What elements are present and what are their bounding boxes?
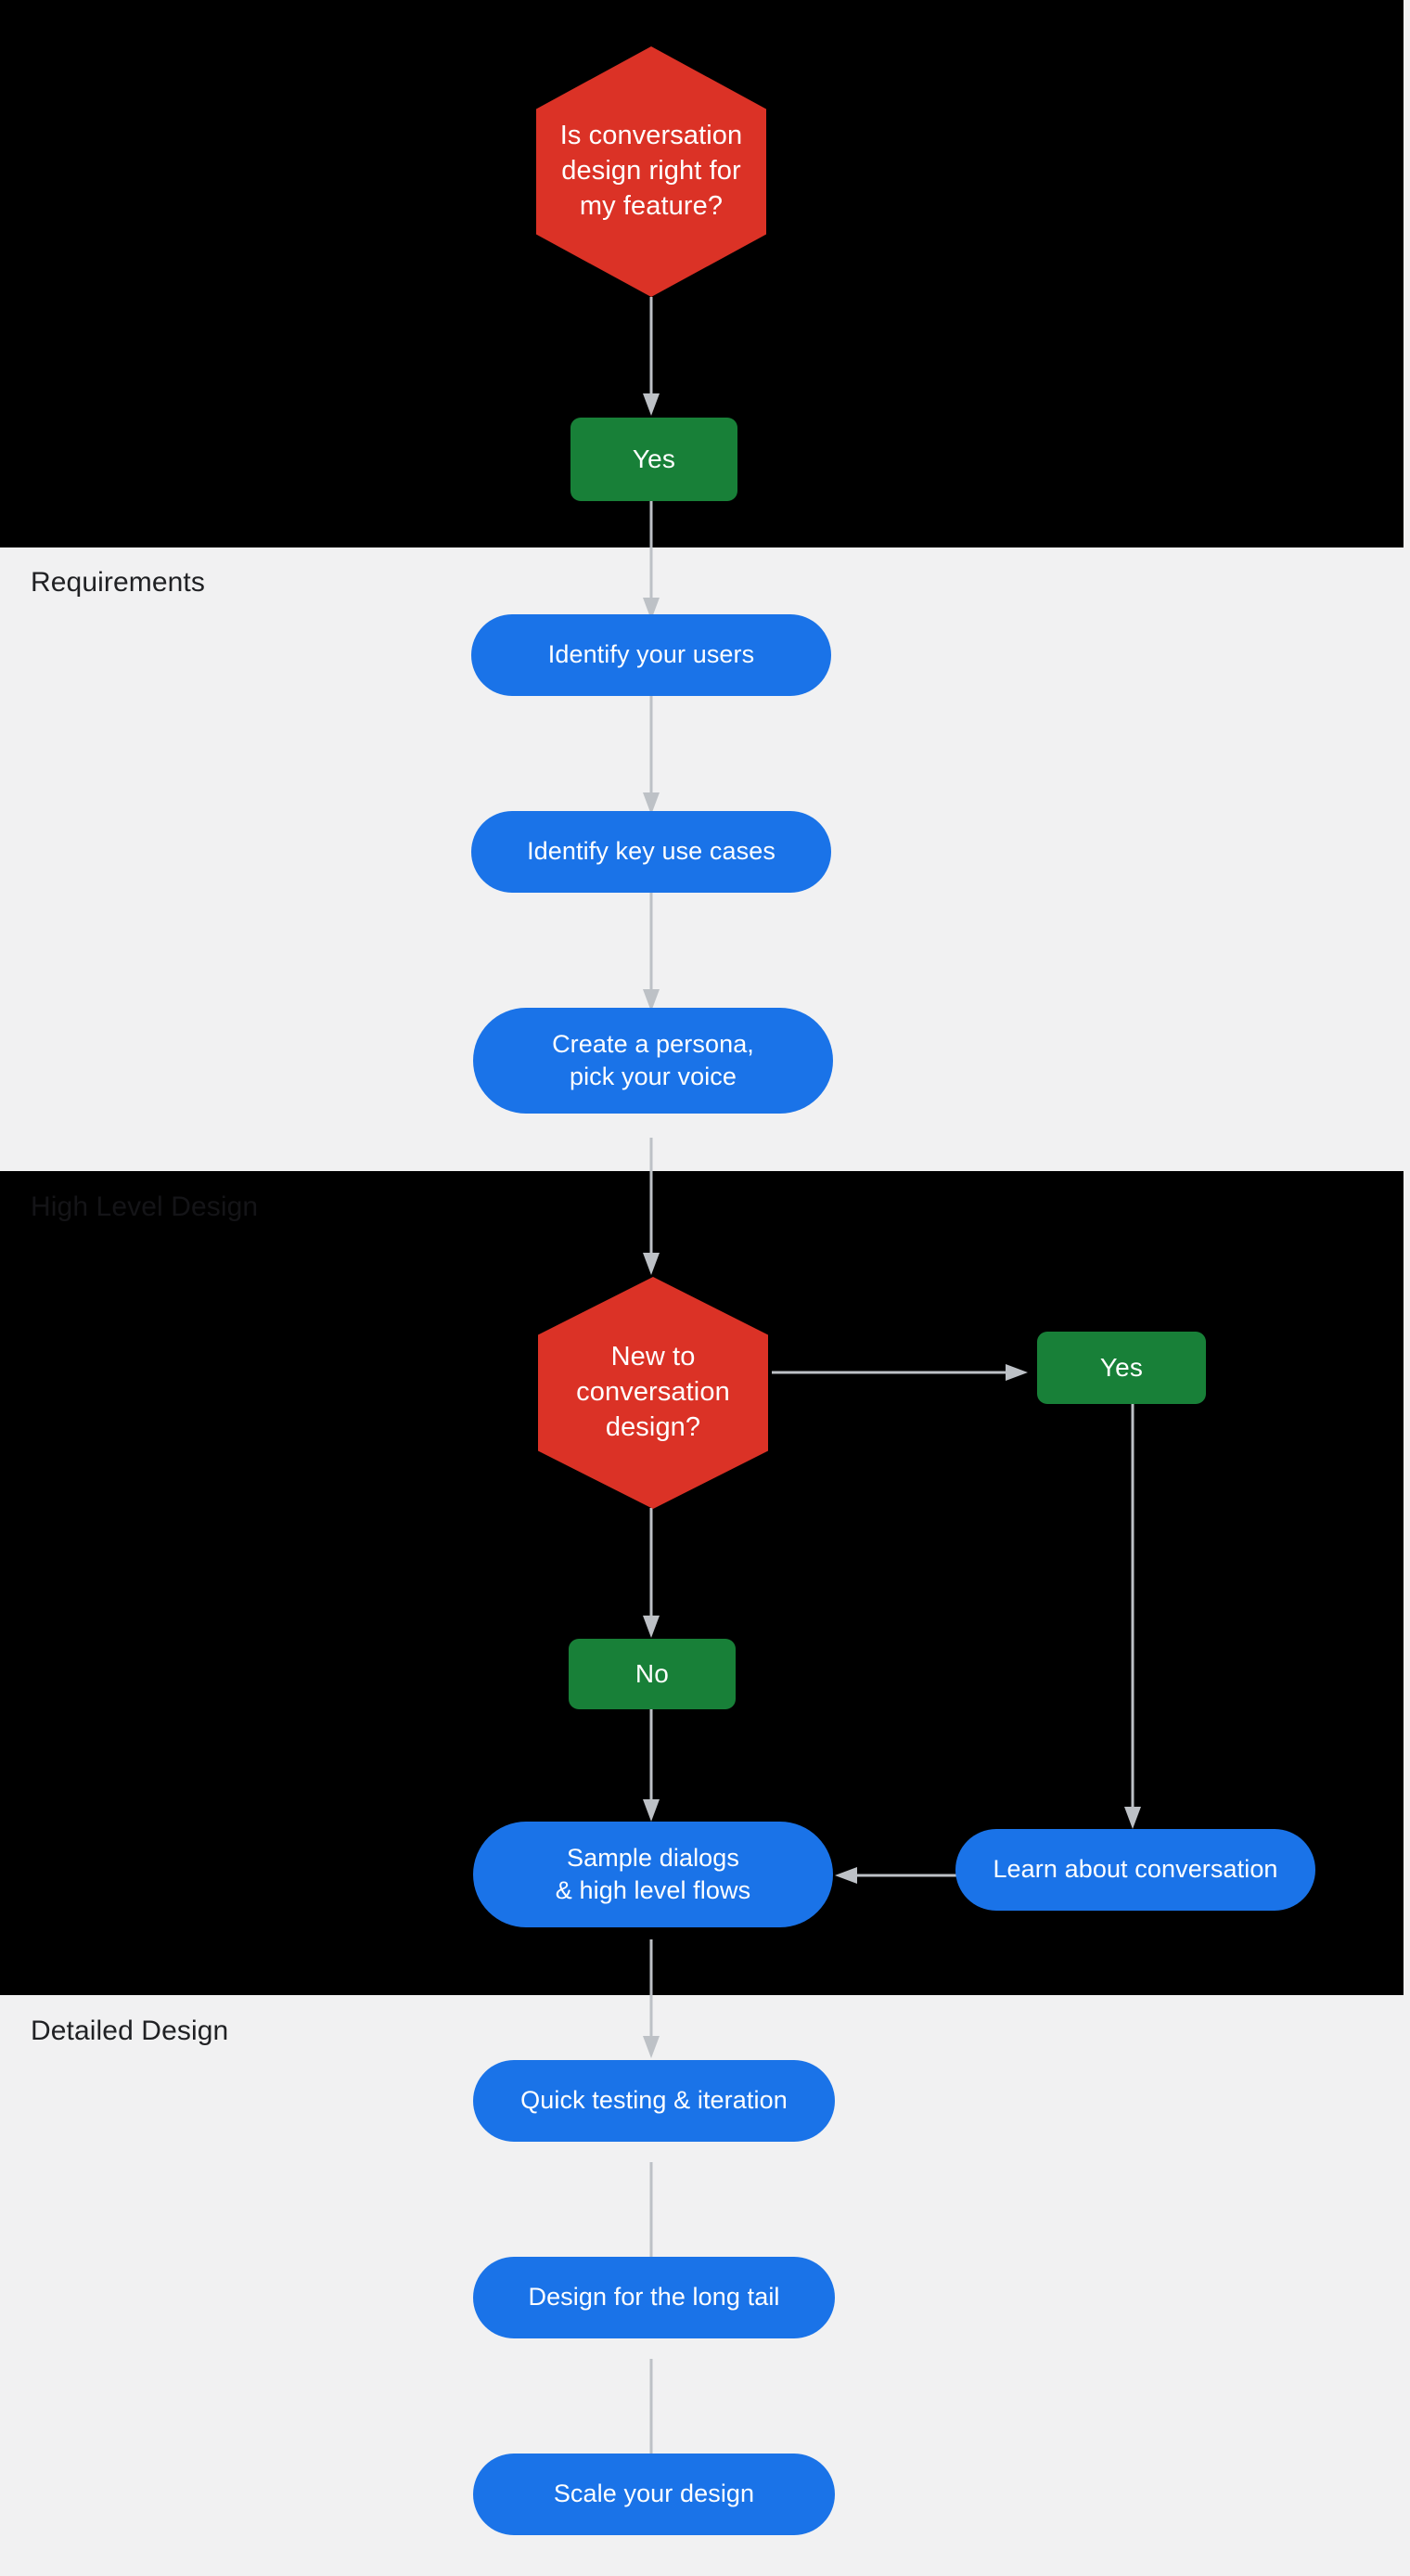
tag-yes-new[interactable]: Yes <box>1037 1332 1206 1404</box>
tag-yes-fit[interactable]: Yes <box>570 418 737 501</box>
step-identify-key-use-cases[interactable]: Identify key use cases <box>471 811 831 893</box>
step-sample-dialogs-high-level-flows[interactable]: Sample dialogs & high level flows <box>473 1822 833 1927</box>
decision-new-line-1: New to <box>610 1342 696 1372</box>
decision-new-line-2: conversation <box>576 1377 730 1408</box>
section-label-requirements: Requirements <box>31 567 205 598</box>
step-sample-dialogs-line-1: Sample dialogs <box>566 1843 739 1872</box>
step-identify-your-users-label: Identify your users <box>547 640 755 669</box>
edge-no-to-sample-dialogs <box>643 1707 660 1822</box>
edge-decision-new-to-no <box>643 1508 660 1638</box>
tag-no-new-label: No <box>634 1658 670 1688</box>
section-label-detailed: Detailed Design <box>31 2016 229 2046</box>
decision-fit-line-1: Is conversation <box>559 121 743 151</box>
tag-yes-fit-label: Yes <box>632 444 676 473</box>
edge-decision-new-to-yes <box>772 1364 1028 1381</box>
edge-decision-fit-to-yes <box>643 297 660 416</box>
decision-fit-line-2: design right for <box>561 156 741 187</box>
step-quick-testing-iteration[interactable]: Quick testing & iteration <box>473 2060 835 2142</box>
step-scale-your-design-label: Scale your design <box>553 2479 755 2508</box>
step-learn-about-conversation[interactable]: Learn about conversation <box>955 1829 1315 1911</box>
edge-create-persona-to-decision-new <box>643 1138 660 1275</box>
edge-yes-new-to-learn <box>1124 1404 1141 1829</box>
edge-use-cases-to-create-persona <box>643 893 660 1011</box>
step-scale-your-design[interactable]: Scale your design <box>473 2454 835 2535</box>
edge-yes-to-identify-users <box>643 501 660 620</box>
tag-no-new[interactable]: No <box>569 1639 736 1709</box>
step-identify-key-use-cases-label: Identify key use cases <box>527 837 776 866</box>
step-create-a-persona-line-2: pick your voice <box>569 1063 737 1090</box>
edge-sample-dialogs-to-quick-testing <box>643 1939 660 2058</box>
right-margin <box>1404 0 1410 2576</box>
decision-new-line-3: design? <box>605 1411 701 1442</box>
edge-identify-users-to-use-cases <box>643 696 660 815</box>
decision-fit-line-3: my feature? <box>579 190 724 221</box>
step-create-a-persona-line-1: Create a persona, <box>552 1029 754 1058</box>
step-sample-dialogs-line-2: & high level flows <box>555 1876 751 1904</box>
step-quick-testing-iteration-label: Quick testing & iteration <box>520 2086 788 2115</box>
section-label-high-level: High Level Design <box>31 1191 259 1222</box>
step-learn-about-conversation-label: Learn about conversation <box>993 1855 1278 1884</box>
edge-learn-to-sample-dialogs <box>835 1867 957 1884</box>
step-create-a-persona[interactable]: Create a persona, pick your voice <box>473 1008 833 1114</box>
step-identify-your-users[interactable]: Identify your users <box>471 614 831 696</box>
tag-yes-new-label: Yes <box>1099 1352 1144 1382</box>
step-design-for-the-long-tail-label: Design for the long tail <box>528 2283 780 2312</box>
step-design-for-the-long-tail[interactable]: Design for the long tail <box>473 2257 835 2338</box>
